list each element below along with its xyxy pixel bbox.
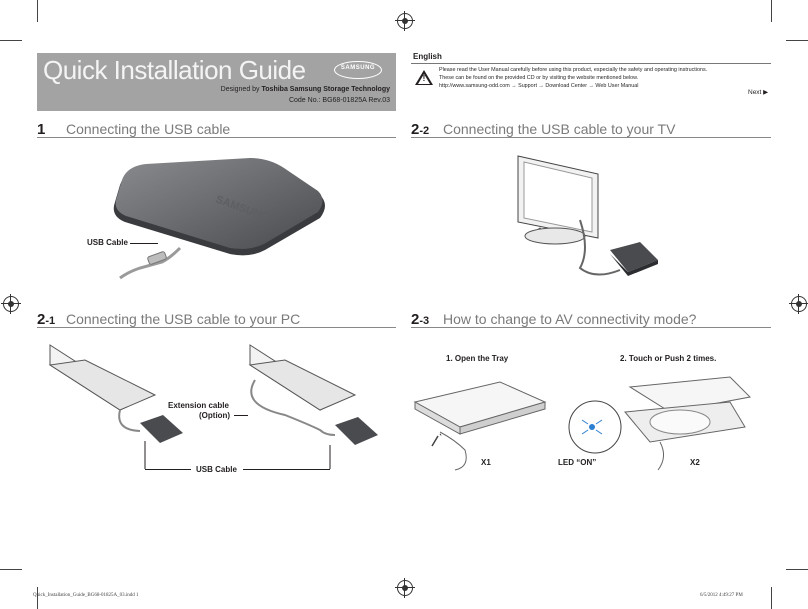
extension-cable-option-label: (Option) bbox=[199, 411, 230, 420]
section-number-sub: -1 bbox=[45, 315, 55, 327]
registration-mark-icon bbox=[397, 580, 413, 596]
times-one-label: X1 bbox=[481, 458, 491, 467]
callout-line bbox=[145, 469, 191, 470]
step-touch-push: 2. Touch or Push 2 times. bbox=[620, 354, 716, 363]
crop-mark bbox=[771, 0, 772, 22]
designed-by-company: Toshiba Samsung Storage Technology bbox=[262, 86, 390, 93]
section-title: How to change to AV connectivity mode? bbox=[443, 311, 696, 327]
open-tray-illustration bbox=[410, 372, 550, 472]
print-timestamp: 6/5/2012 4:49:27 PM bbox=[700, 593, 743, 598]
safety-notice: Please read the User Manual carefully be… bbox=[439, 66, 707, 90]
section-title: Connecting the USB cable to your TV bbox=[443, 121, 675, 137]
usb-cable-label: USB Cable bbox=[87, 238, 128, 247]
designed-by-prefix: Designed by bbox=[221, 86, 260, 93]
callout-line bbox=[243, 469, 330, 470]
section-number-sub: -2 bbox=[419, 125, 429, 137]
crop-mark bbox=[786, 569, 808, 570]
crop-mark bbox=[0, 569, 22, 570]
warning-exclamation-icon: ! bbox=[421, 74, 427, 84]
crop-mark bbox=[771, 587, 772, 609]
section-number-main: 1 bbox=[37, 121, 45, 138]
crop-mark bbox=[0, 40, 22, 41]
section-rule bbox=[37, 327, 396, 328]
registration-mark-icon bbox=[397, 13, 413, 29]
push-tray-illustration bbox=[560, 372, 760, 472]
times-two-label: X2 bbox=[690, 458, 700, 467]
usb-cable-label: USB Cable bbox=[196, 465, 237, 474]
section-number: 2-2 bbox=[411, 121, 429, 138]
samsung-logo: SAMSUNG bbox=[334, 61, 382, 79]
registration-mark-icon bbox=[791, 296, 807, 312]
section-rule bbox=[37, 137, 396, 138]
logo-text: SAMSUNG bbox=[335, 65, 381, 71]
title-banner: Quick Installation Guide SAMSUNG Designe… bbox=[37, 53, 396, 111]
callout-line bbox=[234, 415, 248, 416]
section-number: 1 bbox=[37, 121, 45, 138]
file-info: Quick_Installation_Guide_BG68-01825A_03.… bbox=[33, 593, 139, 598]
section-number: 2-1 bbox=[37, 311, 55, 328]
tv-illustration bbox=[510, 150, 670, 290]
drive-usb-illustration: SAMSUNG bbox=[80, 150, 350, 290]
notice-line: Please read the User Manual carefully be… bbox=[439, 66, 707, 74]
section-rule bbox=[411, 137, 771, 138]
callout-line bbox=[130, 243, 158, 244]
crop-mark bbox=[37, 0, 38, 22]
registration-mark-icon bbox=[3, 296, 19, 312]
led-on-label: LED “ON” bbox=[558, 458, 596, 467]
notice-line: These can be found on the provided CD or… bbox=[439, 74, 707, 82]
crop-mark bbox=[786, 40, 808, 41]
next-page-link[interactable]: Next ▶ bbox=[748, 88, 768, 96]
section-number-sub: -3 bbox=[419, 315, 429, 327]
crop-mark bbox=[37, 587, 38, 609]
section-number: 2-3 bbox=[411, 311, 429, 328]
section-title: Connecting the USB cable bbox=[66, 121, 230, 137]
designed-by: Designed by Toshiba Samsung Storage Tech… bbox=[221, 86, 390, 93]
section-title: Connecting the USB cable to your PC bbox=[66, 311, 300, 327]
section-rule bbox=[411, 327, 771, 328]
page-title: Quick Installation Guide bbox=[43, 55, 306, 86]
divider bbox=[411, 63, 771, 64]
step-open-tray: 1. Open the Tray bbox=[446, 354, 508, 363]
notice-line: http://www.samsung-odd.com → Support → D… bbox=[439, 82, 707, 90]
code-number: Code No.: BG68-01825A Rev.03 bbox=[289, 97, 390, 104]
language-label: English bbox=[413, 52, 442, 61]
extension-cable-label: Extension cable bbox=[168, 401, 229, 410]
